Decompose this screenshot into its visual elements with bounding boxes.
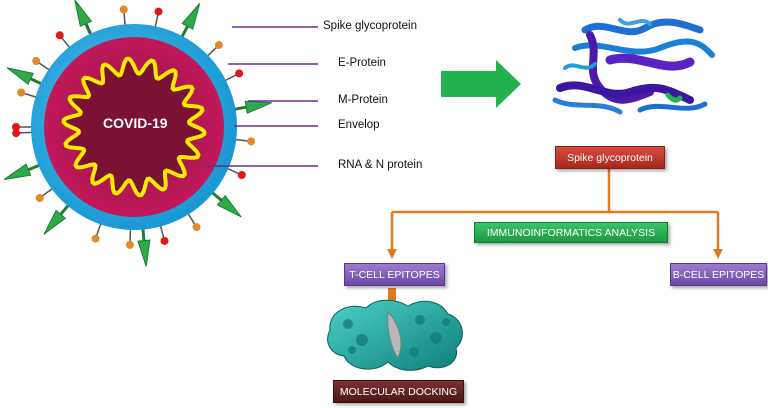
- m-protein-label: M-Protein: [338, 94, 388, 106]
- b-cell-epitopes-box: B-CELL EPITOPES: [670, 263, 767, 286]
- protein-ribbon-structure: [552, 18, 715, 115]
- virus-center-label: COVID-19: [103, 115, 168, 131]
- flow-connectors: [387, 168, 723, 259]
- envelop-label: Envelop: [338, 119, 380, 131]
- virus-label-lines: [204, 26, 318, 167]
- spike-glycoprotein-box: Spike glycoprotein: [555, 146, 665, 169]
- spike-glycoprotein-label: Spike glycoprotein: [323, 20, 417, 32]
- immunoinformatics-analysis-box: IMMUNOINFORMATICS ANALYSIS: [474, 222, 668, 243]
- molecular-docking-box: MOLECULAR DOCKING: [333, 380, 464, 403]
- rna-n-protein-label: RNA & N protein: [338, 159, 423, 171]
- e-protein-label: E-Protein: [338, 57, 386, 69]
- rna-strand: [61, 56, 207, 198]
- docking-surface-structure: [327, 299, 463, 371]
- t-cell-epitopes-box: T-CELL EPITOPES: [344, 263, 445, 286]
- virus-illustration: [3, 0, 273, 267]
- big-green-arrow: [441, 60, 521, 108]
